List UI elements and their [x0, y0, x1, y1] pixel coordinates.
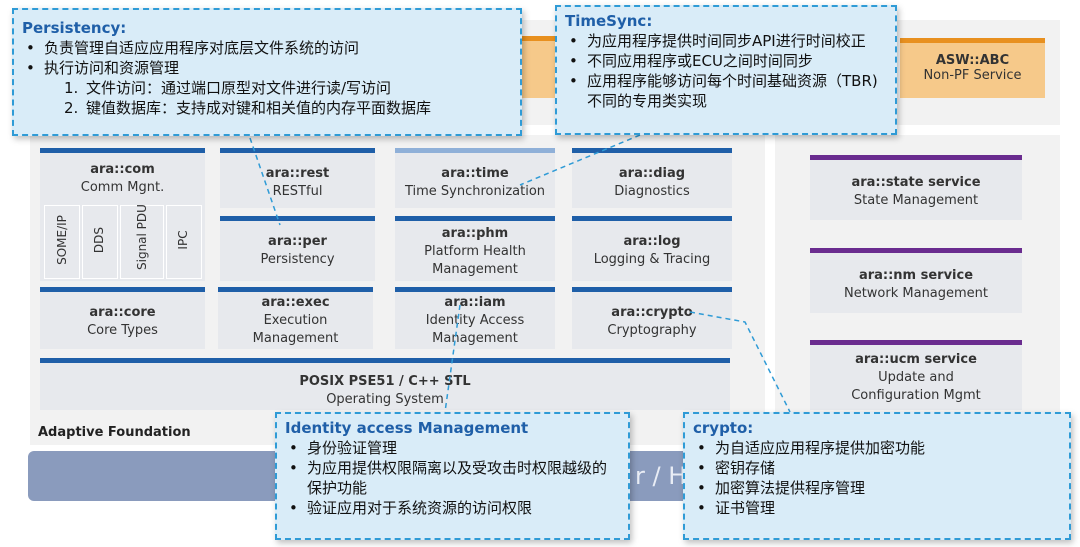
- iam-connector: [444, 304, 461, 413]
- phm-title: ara::phm: [441, 226, 509, 241]
- crypto-callout-title: crypto:: [693, 419, 754, 437]
- ara-nm-service: ara::nm service Network Management: [810, 248, 1022, 313]
- com-sub-box-dds: [82, 205, 118, 279]
- ara-time-module: ara::time Time Synchronization: [395, 148, 555, 208]
- log-title: ara::log: [623, 234, 681, 249]
- crypto-title: ara::crypto: [611, 305, 693, 320]
- persistency-item: 负责管理自适应应用程序对底层文件系统的访问: [22, 38, 512, 58]
- iam-sub2: Management: [432, 331, 518, 346]
- ara-iam-module: ara::iam Identity Access Management: [395, 287, 555, 349]
- timesync-item: 应用程序能够访问每个时间基础资源（TBR)不同的专用类实现: [565, 71, 887, 111]
- per-title: ara::per: [268, 234, 327, 249]
- ara-exec-module: ara::exec Execution Management: [218, 287, 373, 349]
- core-sub: Core Types: [87, 323, 158, 338]
- rest-title: ara::rest: [265, 166, 330, 181]
- com-sub-box-someip: [44, 205, 80, 279]
- persistency-callout: Persistency: 负责管理自适应应用程序对底层文件系统的访问 执行访问和…: [12, 8, 522, 136]
- iam-item: 为应用提供权限隔离以及受攻击时权限越级的保护功能: [285, 458, 620, 498]
- crypto-item: 加密算法提供程序管理: [693, 478, 1061, 498]
- subitem-text: 文件访问：通过端口原型对文件进行读/写访问: [86, 79, 392, 97]
- iam-callout-title: Identity access Management: [285, 419, 529, 437]
- ara-state-service: ara::state service State Management: [810, 155, 1022, 220]
- asw-abc-box: ASW::ABC Non-PF Service: [900, 38, 1045, 98]
- iam-callout: Identity access Management 身份验证管理 为应用提供权…: [275, 412, 630, 540]
- ucm-sub1: Update and: [878, 370, 954, 385]
- com-sub-box-pdu: [120, 205, 164, 279]
- crypto-connector: [689, 311, 791, 413]
- asw-sub: Non-PF Service: [923, 68, 1022, 83]
- posix-title: POSIX PSE51 / C++ STL: [299, 374, 471, 389]
- per-sub: Persistency: [260, 252, 335, 267]
- crypto-callout: crypto: 为自适应应用程序提供加密功能 密钥存储 加密算法提供程序管理 证…: [683, 412, 1071, 540]
- subitem-num: 2.: [64, 99, 79, 117]
- state-sub: State Management: [853, 193, 979, 208]
- persistency-connector: [249, 137, 281, 226]
- exec-title: ara::exec: [261, 295, 330, 310]
- app-box-left: [520, 36, 560, 98]
- asw-title: ASW::ABC: [935, 53, 1010, 68]
- timesync-callout: TimeSync: 为应用程序提供时间同步API进行时间校正 不同应用程序或EC…: [555, 5, 897, 135]
- ara-ucm-service: ara::ucm service Update and Configuratio…: [810, 340, 1022, 410]
- crypto-sub: Cryptography: [607, 323, 697, 338]
- ara-rest-module: ara::rest RESTful: [220, 148, 375, 208]
- state-title: ara::state service: [851, 175, 981, 190]
- core-title: ara::core: [89, 305, 156, 320]
- rest-sub: RESTful: [272, 184, 323, 199]
- posix-sub: Operating System: [326, 392, 444, 407]
- persistency-subitem: 2. 键值数据库：支持成对键和相关值的内存平面数据库: [22, 98, 512, 118]
- subitem-text: 键值数据库：支持成对键和相关值的内存平面数据库: [86, 99, 432, 117]
- ucm-sub2: Configuration Mgmt: [851, 388, 981, 403]
- persistency-subitem: 1. 文件访问：通过端口原型对文件进行读/写访问: [22, 78, 512, 98]
- timesync-callout-title: TimeSync:: [565, 12, 653, 30]
- ara-per-module: ara::per Persistency: [220, 216, 375, 281]
- crypto-item: 证书管理: [693, 498, 1061, 518]
- com-sub: Comm Mgnt.: [80, 180, 165, 195]
- posix-os-module: POSIX PSE51 / C++ STL Operating System: [40, 358, 730, 410]
- iam-item: 验证应用对于系统资源的访问权限: [285, 498, 620, 518]
- ara-log-module: ara::log Logging & Tracing: [572, 216, 732, 281]
- timesync-item: 为应用程序提供时间同步API进行时间校正: [565, 31, 887, 51]
- crypto-item: 密钥存储: [693, 458, 1061, 478]
- foundation-label: Adaptive Foundation: [38, 425, 191, 440]
- subitem-num: 1.: [64, 79, 79, 97]
- ucm-title: ara::ucm service: [855, 352, 977, 367]
- phm-sub2: Management: [432, 262, 518, 277]
- ara-phm-module: ara::phm Platform Health Management: [395, 216, 555, 281]
- nm-sub: Network Management: [843, 286, 989, 301]
- exec-sub2: Management: [252, 331, 339, 346]
- phm-sub1: Platform Health: [424, 244, 526, 259]
- diag-sub: Diagnostics: [614, 184, 690, 199]
- ara-crypto-module: ara::crypto Cryptography: [572, 287, 732, 349]
- iam-sub1: Identity Access: [425, 313, 525, 328]
- ara-diag-module: ara::diag Diagnostics: [572, 148, 732, 208]
- com-sub-box-ipc: [166, 205, 202, 279]
- timesync-connector: [519, 134, 641, 186]
- crypto-item: 为自适应应用程序提供加密功能: [693, 438, 1061, 458]
- time-title: ara::time: [441, 166, 509, 181]
- persistency-callout-title: Persistency:: [22, 19, 127, 37]
- exec-sub1: Execution: [263, 313, 328, 328]
- nm-title: ara::nm service: [858, 268, 974, 283]
- diag-title: ara::diag: [618, 166, 686, 181]
- time-sub: Time Synchronization: [404, 184, 546, 199]
- log-sub: Logging & Tracing: [593, 252, 711, 267]
- timesync-item: 不同应用程序或ECU之间时间同步: [565, 51, 887, 71]
- com-title: ara::com: [90, 162, 155, 177]
- persistency-item: 执行访问和资源管理: [22, 58, 512, 78]
- ara-core-module: ara::core Core Types: [40, 287, 205, 349]
- iam-item: 身份验证管理: [285, 438, 620, 458]
